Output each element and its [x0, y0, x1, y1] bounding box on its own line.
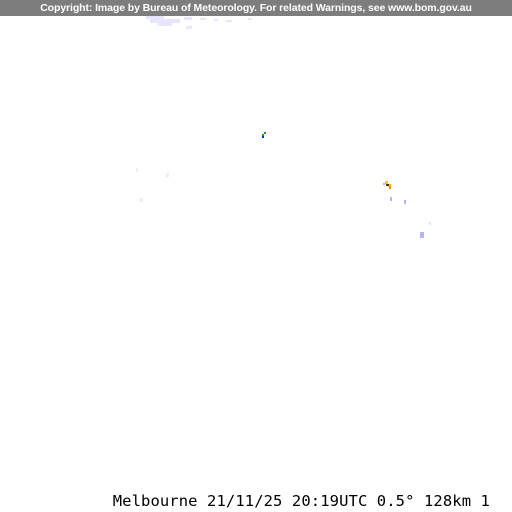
radar-caption: Melbourne 21/11/25 20:19UTC 0.5° 128km 1 — [112, 492, 490, 510]
echo-cluster-north — [146, 16, 252, 29]
copyright-banner: Copyright: Image by Bureau of Meteorolog… — [0, 0, 512, 16]
echo-cell-east — [383, 181, 431, 238]
echo-cell-centre — [262, 132, 266, 138]
echo-cluster-west — [136, 168, 169, 202]
